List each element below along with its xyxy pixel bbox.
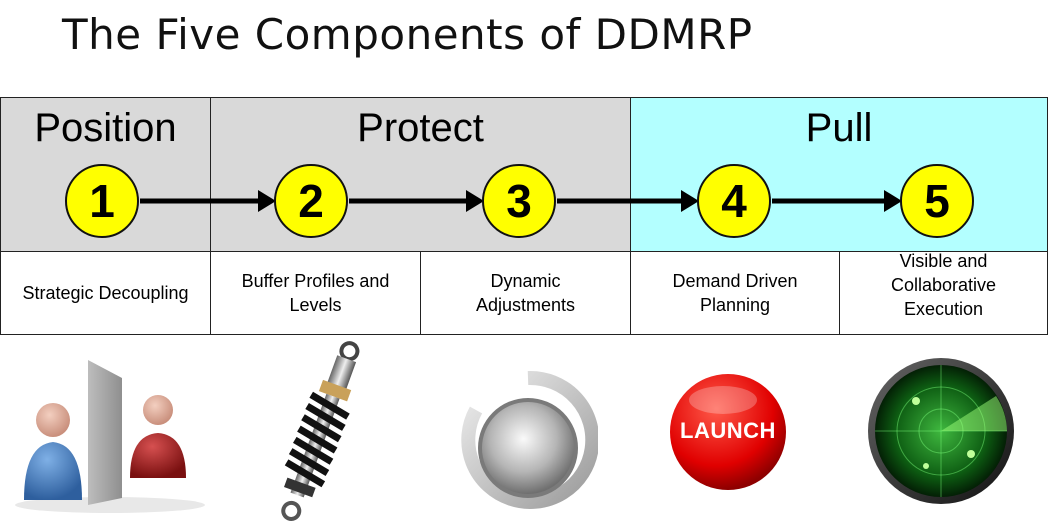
description-line: Buffer Profiles and	[241, 271, 390, 291]
description-line: Adjustments	[475, 295, 576, 315]
description-line: Visible and	[899, 251, 988, 271]
dial-knob-icon	[461, 370, 598, 509]
description-line: Dynamic	[490, 271, 561, 291]
description-line: Levels	[289, 295, 342, 315]
component-description-4: Demand Driven Planning	[630, 252, 840, 335]
shock-absorber-icon	[281, 341, 360, 521]
launch-label: LAUNCH	[680, 418, 776, 443]
description-line: Execution	[903, 299, 984, 319]
decoupling-people-icon	[15, 360, 205, 513]
component-circle-1: 1	[65, 164, 139, 238]
band-label-position: Position	[34, 106, 177, 150]
radar-icon	[868, 358, 1014, 504]
band-pull: Pull	[630, 97, 1048, 252]
component-circle-3: 3	[482, 164, 556, 238]
component-description-2: Buffer Profiles and Levels	[210, 252, 421, 335]
component-description-3: Dynamic Adjustments	[420, 252, 631, 335]
component-circle-2: 2	[274, 164, 348, 238]
description-line: Demand Driven	[672, 271, 798, 291]
band-label-protect: Protect	[357, 106, 484, 150]
page-title: The Five Components of DDMRP	[62, 10, 753, 59]
component-circle-4: 4	[697, 164, 771, 238]
description-line: Planning	[699, 295, 771, 315]
component-description-5: Visible and Collaborative Execution	[839, 251, 1048, 335]
launch-button-icon: LAUNCH	[668, 372, 788, 492]
flow-arrows	[140, 190, 902, 212]
component-description-1: Strategic Decoupling	[0, 252, 211, 335]
band-label-pull: Pull	[805, 106, 873, 150]
band-protect: Protect	[210, 97, 631, 252]
component-circle-5: 5	[900, 164, 974, 238]
description-line: Collaborative	[890, 275, 997, 295]
description-line: Strategic Decoupling	[22, 283, 189, 303]
